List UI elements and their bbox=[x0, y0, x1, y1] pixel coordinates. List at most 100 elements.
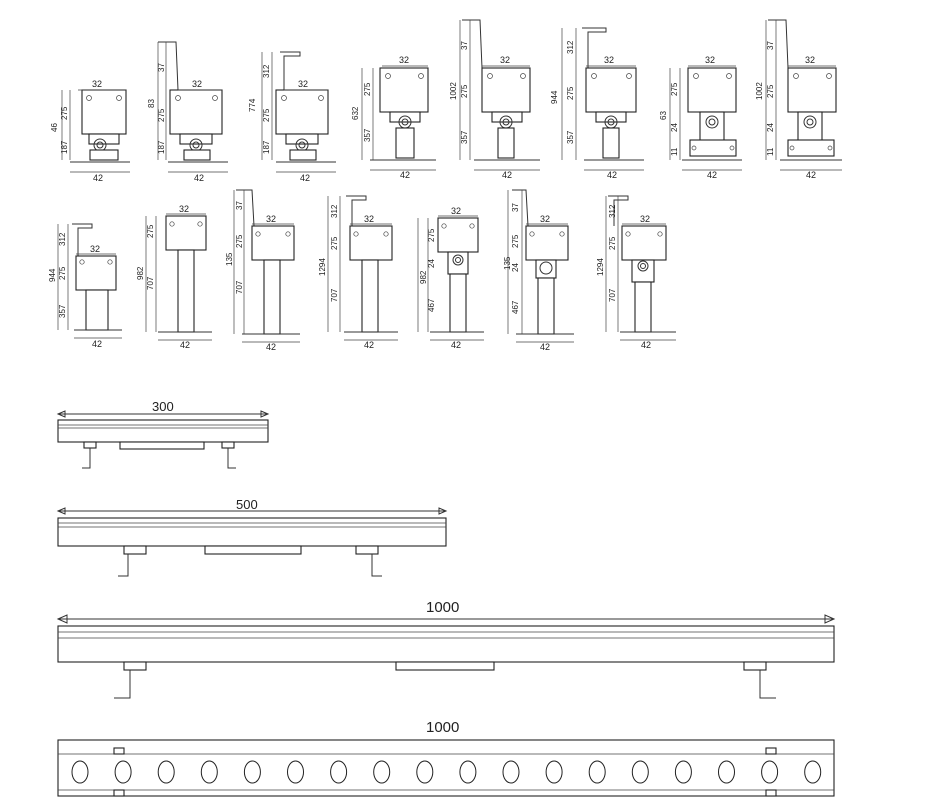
bar-1000-length: 1000 bbox=[426, 599, 459, 616]
total-height-label: 135 bbox=[503, 256, 512, 270]
mount-variant-4: 32 42 632 275 357 bbox=[351, 55, 436, 180]
post-height-label: 357 bbox=[460, 130, 469, 144]
total-height-label: 1294 bbox=[318, 258, 327, 276]
arm-height-label: 312 bbox=[58, 232, 67, 246]
mount-variant-3: 32 42 774 312 275 187 bbox=[248, 51, 336, 183]
total-height-label: 83 bbox=[147, 99, 156, 108]
bar-500-length: 500 bbox=[236, 497, 258, 512]
lens-6 bbox=[287, 760, 304, 784]
bar-1000-front-view: 1000 bbox=[57, 719, 835, 797]
head-height-label: 275 bbox=[427, 228, 436, 242]
post-height-label: 707 bbox=[235, 280, 244, 294]
mount-variant-9: 32 42 944 312 275 357 bbox=[48, 223, 122, 349]
head-height-label: 275 bbox=[157, 108, 166, 122]
post-height-label: 707 bbox=[330, 288, 339, 302]
lens-row bbox=[71, 760, 822, 784]
head-height-label: 275 bbox=[511, 234, 520, 248]
bar-500-side-view: 500 bbox=[56, 497, 448, 577]
total-height-label: 1002 bbox=[755, 82, 764, 100]
mount-variant-12: 32 42 1294 312 275 707 bbox=[318, 195, 398, 350]
post-height-label: 467 bbox=[427, 298, 436, 312]
post-height-label: 357 bbox=[363, 128, 372, 142]
lens-13 bbox=[588, 760, 606, 784]
bottom-width-label: 42 bbox=[92, 339, 102, 349]
lens-7 bbox=[330, 760, 348, 784]
bar-300-side-view: 300 bbox=[56, 399, 270, 469]
top-width-label: 32 bbox=[500, 55, 510, 65]
mount-variant-2: 32 42 83 37 275 187 bbox=[147, 41, 228, 183]
mount-height-label: 187 bbox=[157, 140, 166, 154]
bracket-height-label: 24 bbox=[511, 263, 520, 272]
mount-variant-15: 32 42 1294 312 275 707 bbox=[596, 195, 676, 350]
total-height-label: 982 bbox=[136, 266, 145, 280]
bottom-width-label: 42 bbox=[364, 340, 374, 350]
lens-2 bbox=[114, 760, 132, 784]
total-height-label: 63 bbox=[659, 111, 668, 120]
lens-4 bbox=[200, 760, 218, 784]
arm-height-label: 312 bbox=[262, 64, 271, 78]
bottom-width-label: 42 bbox=[806, 170, 816, 180]
arm-height-label: 312 bbox=[566, 40, 575, 54]
arm-height-label: 37 bbox=[235, 201, 244, 210]
mount-variant-13: 32 42 982 275 24 467 bbox=[417, 206, 484, 350]
bottom-width-label: 42 bbox=[400, 170, 410, 180]
bottom-width-label: 42 bbox=[300, 173, 310, 183]
bottom-width-label: 42 bbox=[540, 342, 550, 352]
total-height-label: 46 bbox=[50, 123, 59, 132]
top-width-label: 32 bbox=[640, 214, 650, 224]
mount-variant-7: 32 42 63 275 24 11 bbox=[659, 55, 742, 180]
head-height-label: 275 bbox=[60, 106, 69, 120]
plate-height-label: 11 bbox=[766, 147, 775, 156]
total-height-label: 944 bbox=[48, 268, 57, 282]
bar-300-length: 300 bbox=[152, 399, 174, 414]
head-height-label: 275 bbox=[235, 234, 244, 248]
post-height-label: 467 bbox=[511, 300, 520, 314]
head-height-label: 275 bbox=[363, 82, 372, 96]
top-width-label: 32 bbox=[705, 55, 715, 65]
mount-height-label: 187 bbox=[60, 140, 69, 154]
head-height-label: 275 bbox=[330, 236, 339, 250]
lens-11 bbox=[502, 760, 520, 784]
top-width-label: 32 bbox=[364, 214, 374, 224]
arm-height-label: 312 bbox=[330, 204, 339, 218]
lens-1 bbox=[71, 760, 89, 784]
bracket-height-label: 24 bbox=[427, 259, 436, 268]
post-height-label: 707 bbox=[608, 288, 617, 302]
top-width-label: 32 bbox=[266, 214, 276, 224]
bar-1000-side-view: 1000 bbox=[56, 599, 836, 699]
bottom-width-label: 42 bbox=[502, 170, 512, 180]
head-height-label: 275 bbox=[670, 82, 679, 96]
head-height-label: 275 bbox=[262, 108, 271, 122]
arm-height-label: 312 bbox=[608, 204, 617, 218]
plate-height-label: 11 bbox=[670, 147, 679, 156]
lens-15 bbox=[674, 760, 692, 784]
total-height-label: 632 bbox=[351, 106, 360, 120]
mount-variant-1: 32 42 46 275 187 bbox=[50, 79, 130, 183]
top-width-label: 32 bbox=[179, 204, 189, 214]
total-height-label: 982 bbox=[419, 270, 428, 284]
top-width-label: 32 bbox=[298, 79, 308, 89]
bracket-height-label: 24 bbox=[670, 123, 679, 132]
total-height-label: 135 bbox=[225, 252, 234, 266]
lens-14 bbox=[631, 760, 649, 784]
post-height-label: 357 bbox=[58, 304, 67, 318]
post-height-label: 357 bbox=[566, 130, 575, 144]
mount-height-label: 187 bbox=[262, 140, 271, 154]
lens-17 bbox=[761, 760, 779, 784]
mount-variant-14: 32 42 135 37 275 24 467 bbox=[503, 189, 574, 352]
arm-height-label: 37 bbox=[157, 63, 166, 72]
top-width-label: 32 bbox=[451, 206, 461, 216]
mount-variant-5: 32 42 1002 37 275 357 bbox=[449, 19, 540, 180]
lens-16 bbox=[718, 760, 735, 784]
top-width-label: 32 bbox=[805, 55, 815, 65]
head-height-label: 275 bbox=[460, 84, 469, 98]
total-height-label: 774 bbox=[248, 98, 257, 112]
mount-variant-10: 32 42 982 275 707 bbox=[136, 204, 212, 350]
mount-variant-8: 32 42 1002 37 275 24 11 bbox=[755, 19, 842, 180]
bottom-width-label: 42 bbox=[266, 342, 276, 352]
lens-18 bbox=[804, 760, 822, 784]
head-height-label: 275 bbox=[608, 236, 617, 250]
head-height-label: 275 bbox=[58, 266, 67, 280]
lens-10 bbox=[459, 760, 477, 784]
